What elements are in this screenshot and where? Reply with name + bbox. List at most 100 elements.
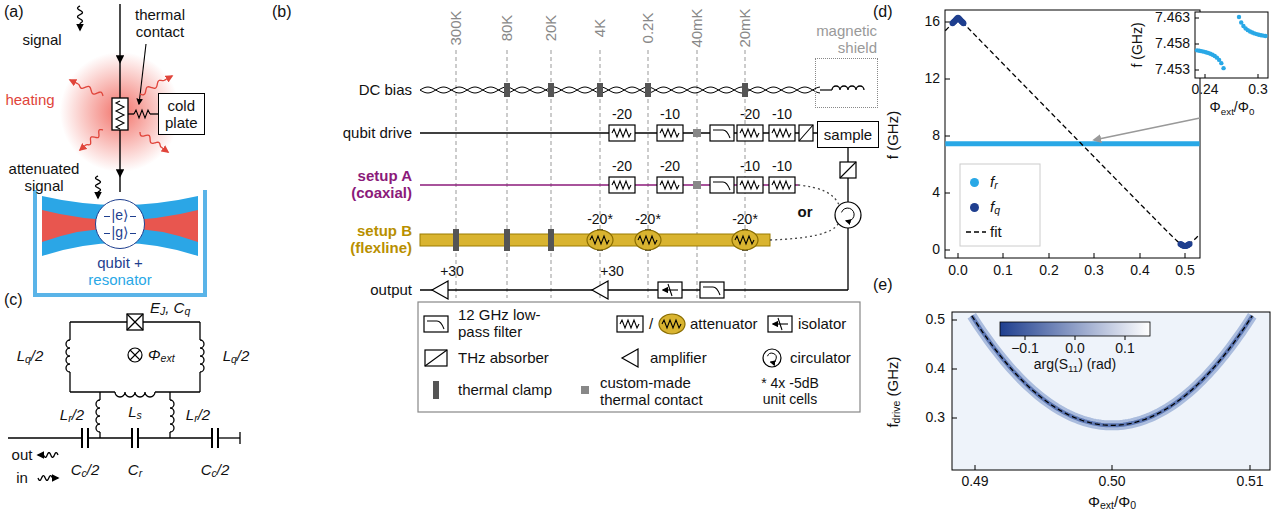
node-text: cold plate — [165, 97, 198, 132]
text-label: 0.0 — [948, 263, 967, 279]
wire — [847, 228, 848, 290]
filter-curve — [713, 182, 730, 190]
qubit-data-point — [1187, 241, 1193, 247]
subscript: r — [68, 412, 72, 424]
wire — [99, 392, 100, 400]
text-part: L — [223, 347, 231, 364]
tick-mark — [1185, 253, 1186, 258]
resistor-zigzag — [116, 101, 124, 129]
text-label: Lq/2 — [17, 348, 44, 365]
wire — [169, 432, 170, 438]
panel-letter: (a) — [4, 3, 24, 21]
thermal-clamp-symbol — [645, 83, 651, 97]
text-part: /2 — [72, 406, 85, 423]
resistor-zigzag — [620, 320, 639, 328]
resistor-zigzag — [638, 236, 657, 244]
text-part: f — [990, 173, 994, 190]
legend-text: THz absorber — [458, 350, 549, 367]
subscript: ext — [1221, 106, 1234, 117]
resonator-mode — [42, 196, 198, 256]
text-label: 0.4 — [1130, 263, 1149, 279]
tick-mark — [1195, 44, 1199, 45]
attenuator-symbol — [769, 177, 795, 193]
text-label: Cc/2 — [71, 462, 100, 479]
thz-absorber-symbol — [840, 162, 856, 178]
squiggle-arrow — [38, 453, 58, 458]
subscript: drive — [890, 401, 902, 424]
text-label: 0.5 — [926, 312, 945, 328]
text-label: Φext/Φ0 — [1088, 494, 1136, 511]
flex-attenuator-symbol — [587, 230, 613, 250]
panel-letter: (e) — [873, 276, 893, 294]
text-label: 4 — [932, 185, 940, 201]
legend-text: custom-made thermal contact — [600, 375, 720, 409]
attenuator-symbol — [657, 125, 683, 141]
capacitor-plate — [81, 428, 83, 448]
capacitor-plate — [131, 428, 133, 448]
circulator-arrow — [842, 208, 855, 221]
fit-line — [972, 316, 1253, 426]
josephson-junction — [127, 314, 143, 330]
thermal-contact-symbol — [693, 181, 701, 189]
text-label: 40mK — [689, 8, 706, 47]
text-label: 0.5 — [1175, 263, 1194, 279]
wire — [169, 392, 170, 400]
colorbar — [1000, 322, 1150, 336]
text-part: L — [17, 347, 25, 364]
text-part: /Φ — [1234, 99, 1249, 115]
subscript: r — [994, 179, 998, 191]
tick-mark — [958, 253, 959, 258]
text-label: 300K — [448, 10, 465, 45]
thermal-contact-symbol — [581, 386, 589, 394]
text-part: f — [990, 198, 994, 215]
text-label: -20 — [612, 107, 632, 123]
text-part: ) (rad) — [1078, 356, 1116, 372]
tick-mark — [1025, 336, 1026, 340]
isolator-bar — [668, 284, 672, 296]
tick-mark — [1075, 336, 1076, 340]
thermal-contact-symbol — [693, 129, 701, 137]
tick-mark — [945, 22, 950, 23]
text-label: +30 — [440, 264, 464, 280]
text-label: 0.49 — [961, 474, 988, 490]
tick-mark — [1258, 74, 1259, 78]
magnetic-shield-box: magnetic shield — [815, 58, 878, 108]
tick-mark — [945, 79, 950, 80]
flex-attenuator-symbol — [635, 230, 661, 250]
lowpass-filter-symbol — [710, 125, 734, 141]
inset-frame — [1195, 12, 1268, 78]
alternative-connection — [798, 185, 839, 205]
wire — [820, 89, 832, 90]
circulator-arrow — [768, 353, 777, 362]
legend-box — [418, 302, 860, 412]
resonator-data-point — [1221, 66, 1225, 70]
text-label: -20 — [660, 159, 680, 175]
node-text: sample — [824, 126, 872, 143]
tick-mark — [1094, 253, 1095, 258]
legend-text: fr — [990, 174, 998, 191]
tick-mark — [945, 193, 950, 194]
resistor-symbol — [112, 98, 128, 130]
wire — [143, 321, 200, 322]
tick-mark — [1049, 253, 1050, 258]
text-part: /2 — [217, 461, 230, 478]
text-label: 0.2K — [640, 13, 657, 44]
thz-absorber-symbol — [425, 350, 447, 366]
text-label: 8 — [932, 128, 940, 144]
text-label: Lr/2 — [60, 407, 84, 424]
lowpass-filter-symbol — [710, 177, 734, 193]
tick-mark — [1125, 336, 1126, 340]
text-label: fdrive (GHz) — [885, 356, 902, 427]
text-label: -10 — [660, 107, 680, 123]
tick-mark — [952, 369, 957, 370]
text-part: Φ — [1210, 99, 1221, 115]
node-text: |g⟩ — [102, 224, 139, 241]
text-part: /Φ — [1114, 493, 1130, 510]
text-label: -10 — [772, 159, 792, 175]
fit-line — [945, 18, 1198, 246]
inductor-coil — [200, 340, 204, 372]
amplifier-symbol — [432, 281, 448, 299]
text-label: EJ, Cq — [150, 300, 190, 317]
text-label: thermal contact — [128, 7, 192, 41]
